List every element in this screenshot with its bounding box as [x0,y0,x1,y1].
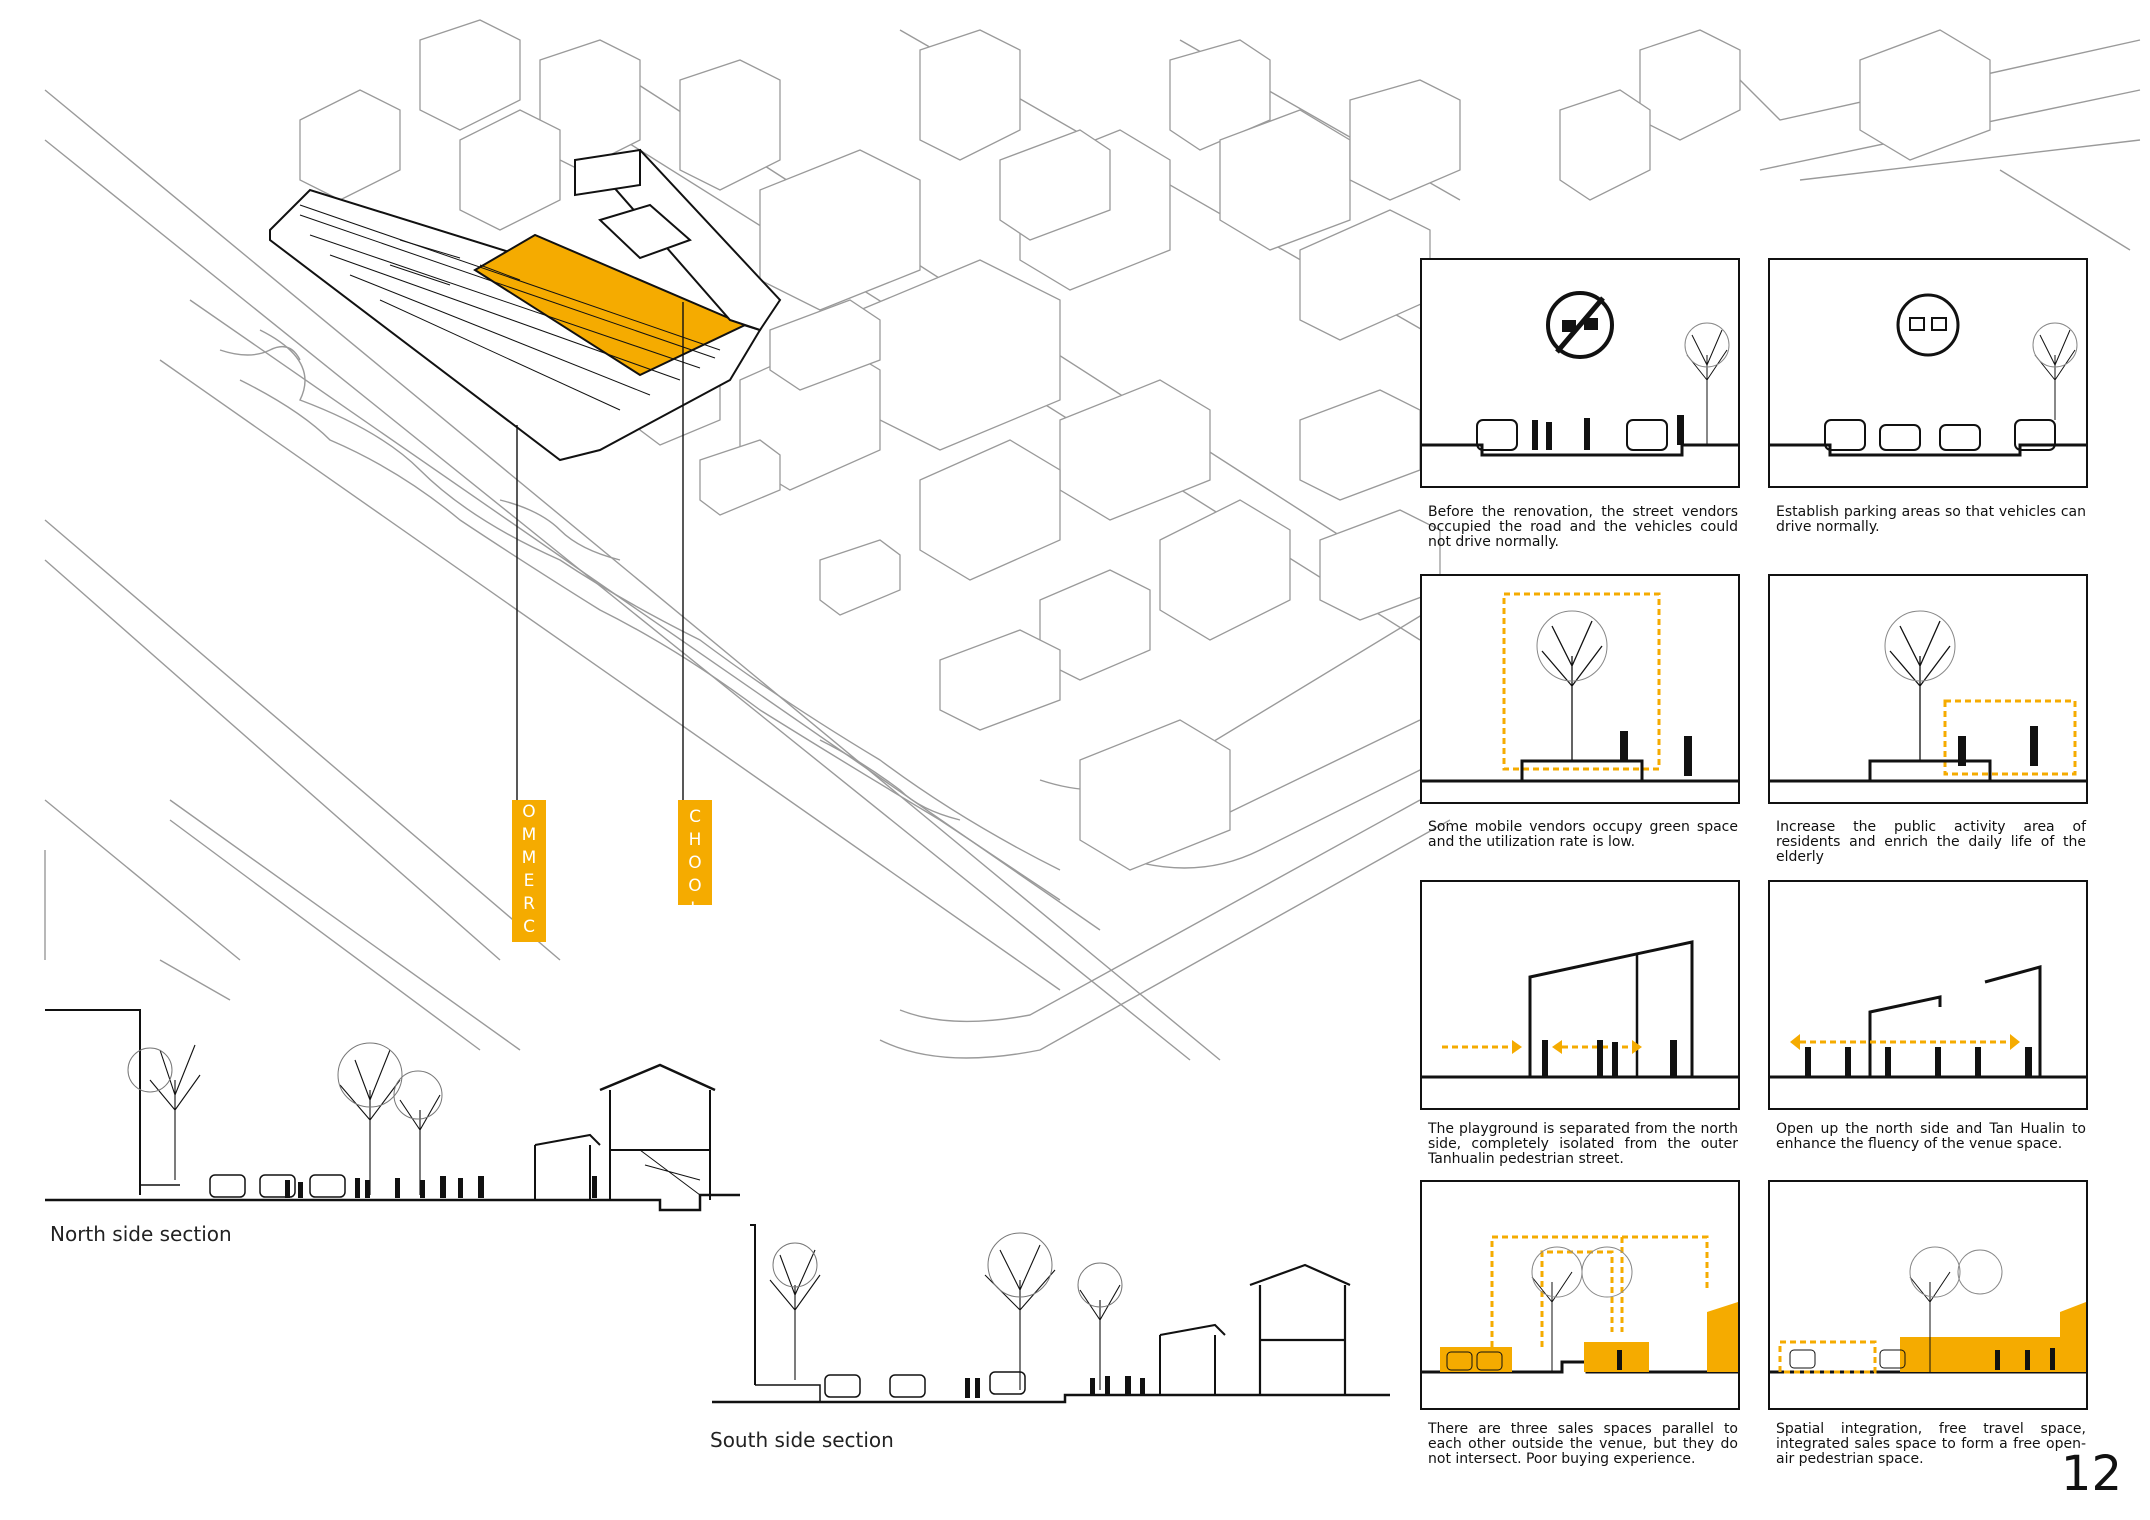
panel-caption: Establish parking areas so that vehicles… [1776,504,2086,535]
panel-caption: Increase the public activity area of res… [1776,819,2086,865]
panel-playground-separated [1420,880,1740,1110]
north-section-label: North side section [50,1222,232,1246]
school-tag: SCHOOL [678,784,712,922]
south-section-drawing [712,1224,1390,1404]
panel-caption: There are three sales spaces parallel to… [1428,1421,1738,1467]
panel-caption: Open up the north side and Tan Hualin to… [1776,1121,2086,1152]
panel-parking-areas [1768,258,2088,488]
commerce-tag: COMMERCE [512,779,546,963]
panel-public-activity-area [1768,574,2088,804]
panel-three-sales-spaces [1420,1180,1740,1410]
panel-caption: Spatial integration, free travel space, … [1776,1421,2086,1467]
panel-caption: Before the renovation, the street vendor… [1428,504,1738,550]
parking-sign-icon [1896,293,1960,357]
panel-open-north-side [1768,880,2088,1110]
panel-caption: The playground is separated from the nor… [1428,1121,1738,1167]
panel-caption: Some mobile vendors occupy green space a… [1428,819,1738,850]
school-tag-label: SCHOOL [685,783,705,922]
page-number: 12 [2060,1446,2122,1502]
commerce-tag-label: COMMERCE [519,779,539,963]
no-overtaking-sign-icon [1546,291,1614,359]
panel-spatial-integration [1768,1180,2088,1410]
south-section-label: South side section [710,1428,894,1452]
north-section-drawing [45,1009,740,1212]
panel-green-space-vendors [1420,574,1740,804]
panel-before-street-vendors [1420,258,1740,488]
